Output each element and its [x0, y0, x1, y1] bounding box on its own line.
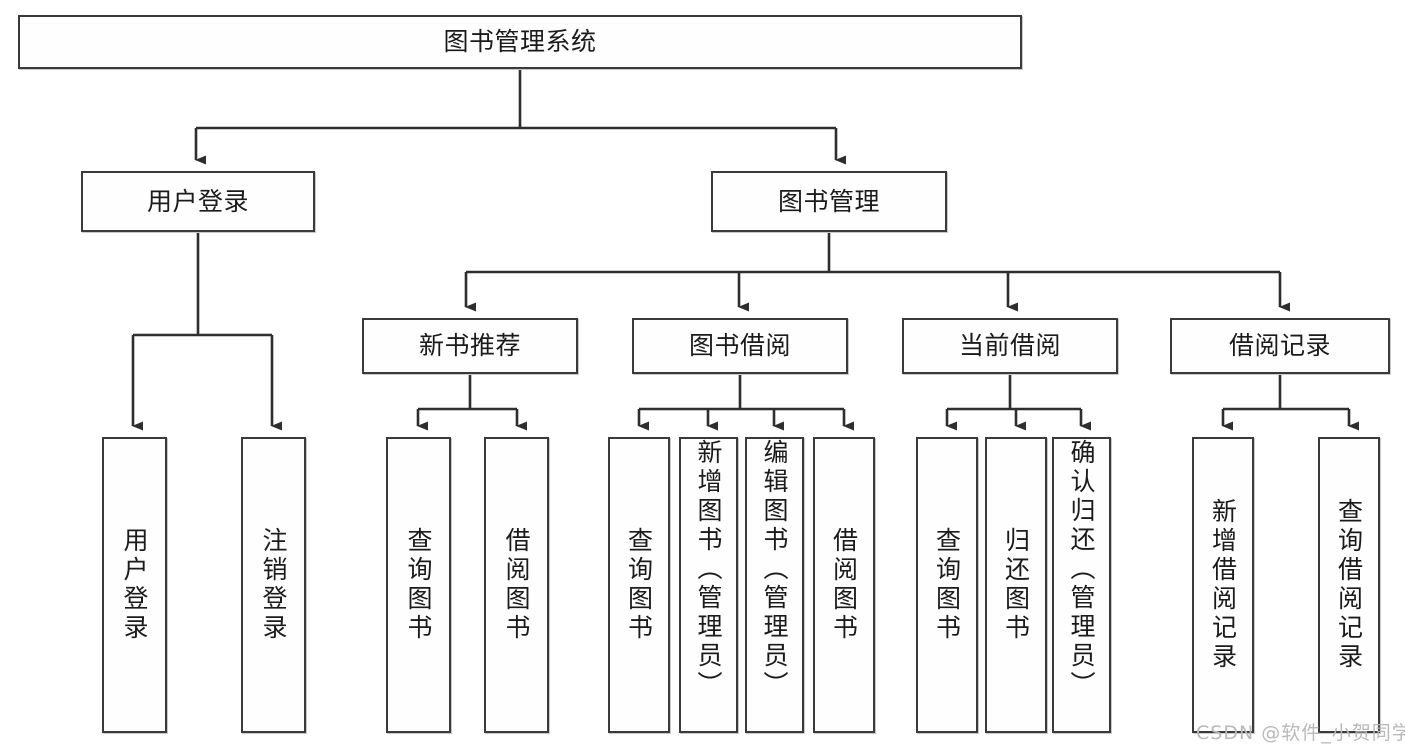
node-leaf-edit-book-admin[interactable]: 编辑图书（管理员）: [745, 437, 804, 733]
node-label: 借阅记录: [1228, 331, 1331, 361]
node-label: 查询图书: [404, 527, 433, 643]
node-leaf-add-book-admin[interactable]: 新增图书（管理员）: [679, 437, 738, 733]
node-label: 归还图书: [1001, 527, 1031, 643]
node-label: 用户登录: [146, 186, 249, 216]
node-label: 图书管理系统: [443, 27, 597, 57]
node-label: 借阅图书: [829, 527, 859, 643]
node-label: 查询借阅记录: [1334, 498, 1364, 672]
node-leaf-add-borrow-record[interactable]: 新增借阅记录: [1192, 437, 1254, 733]
node-leaf-confirm-return-admin[interactable]: 确认归还（管理员）: [1052, 437, 1111, 733]
node-user-login[interactable]: 用户登录: [81, 171, 315, 232]
node-leaf-query-book-recommend[interactable]: 查询图书: [386, 437, 451, 733]
node-label: 新书推荐: [418, 331, 521, 361]
node-label: 查询图书: [932, 527, 962, 643]
node-book-manage[interactable]: 图书管理: [711, 171, 947, 232]
node-new-book-recommend[interactable]: 新书推荐: [362, 318, 578, 374]
node-leaf-user-login[interactable]: 用户登录: [102, 437, 167, 733]
node-label: 用户登录: [120, 527, 149, 643]
node-leaf-borrow-book-recommend[interactable]: 借阅图书: [484, 437, 549, 733]
node-leaf-query-book-current[interactable]: 查询图书: [916, 437, 978, 733]
node-label: 编辑图书（管理员）: [760, 439, 789, 700]
node-book-borrow[interactable]: 图书借阅: [632, 318, 848, 374]
node-leaf-borrow-book-borrow[interactable]: 借阅图书: [813, 437, 875, 733]
node-leaf-logout[interactable]: 注销登录: [241, 437, 306, 733]
node-label: 图书管理: [777, 186, 880, 216]
node-leaf-query-borrow-record[interactable]: 查询借阅记录: [1318, 437, 1380, 733]
node-label: 注销登录: [259, 527, 288, 643]
node-label: 借阅图书: [502, 527, 531, 643]
node-borrow-record[interactable]: 借阅记录: [1170, 318, 1390, 374]
node-label: 查询图书: [624, 527, 654, 643]
node-label: 图书借阅: [688, 331, 791, 361]
node-label: 当前借阅: [958, 331, 1061, 361]
node-label: 确认归还（管理员）: [1067, 439, 1096, 700]
node-current-borrow[interactable]: 当前借阅: [902, 318, 1118, 374]
node-root-system[interactable]: 图书管理系统: [18, 15, 1022, 69]
node-label: 新增借阅记录: [1208, 498, 1238, 672]
node-label: 新增图书（管理员）: [694, 439, 723, 700]
node-leaf-query-book-borrow[interactable]: 查询图书: [608, 437, 670, 733]
csdn-watermark: CSDN @软件_小贺同学: [1196, 722, 1405, 744]
node-leaf-return-book[interactable]: 归还图书: [985, 437, 1047, 733]
